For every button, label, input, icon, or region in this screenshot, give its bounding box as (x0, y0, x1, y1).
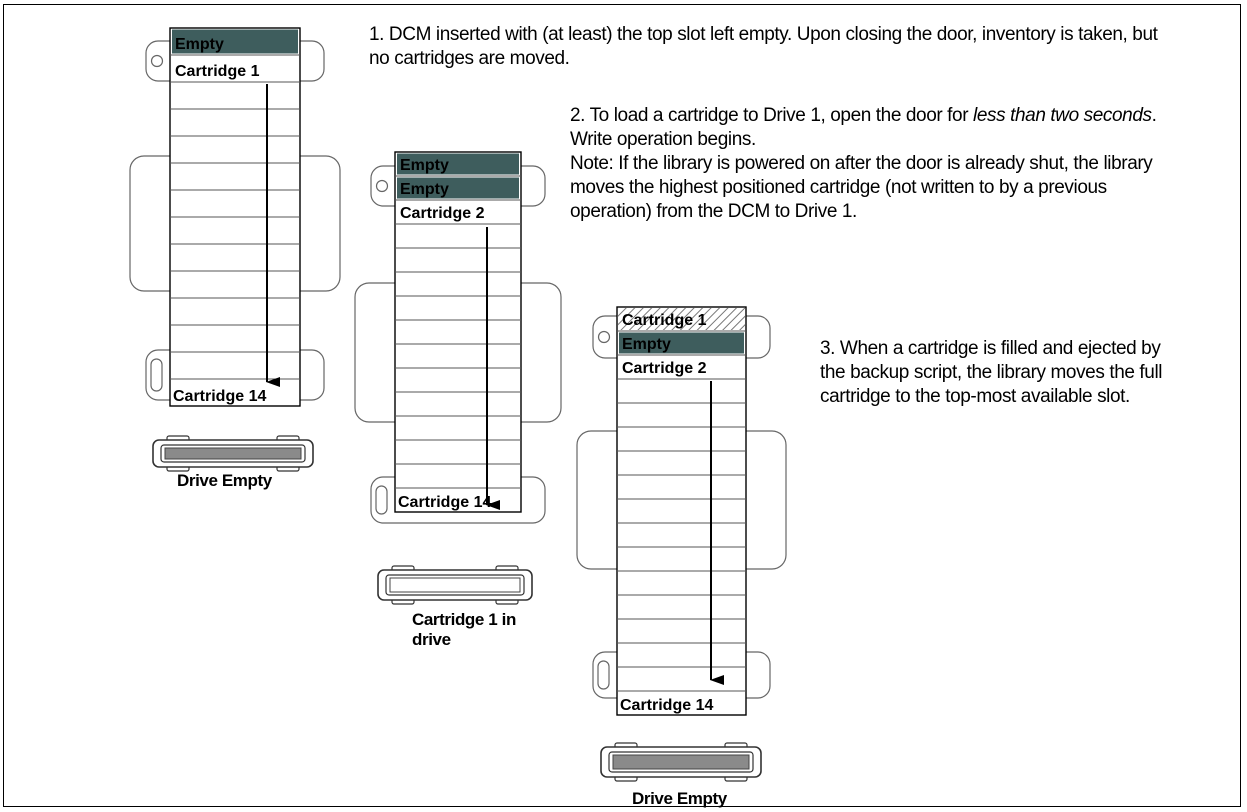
full-slot-hatch (618, 308, 745, 330)
step-2-caption-end: . Write operation begins. (570, 105, 1157, 150)
drive-slot-loaded (389, 577, 521, 593)
slot-label-bottom: Cartridge 14 (173, 388, 266, 405)
step-2-note: Note: If the library is powered on after… (570, 153, 1153, 222)
magazine-body (394, 151, 522, 513)
drive-slot-opening (612, 754, 750, 770)
slot-label: Empty (175, 36, 224, 53)
empty-slot-fill (172, 29, 298, 54)
step-1-caption: 1. DCM inserted with (at least) the top … (369, 24, 1158, 69)
slot-label-bottom: Cartridge 14 (398, 494, 491, 511)
mount-hole-icon (375, 179, 389, 193)
slot-label: Empty (400, 157, 449, 174)
slot-label: Empty (400, 181, 449, 198)
step-2-caption: 2. To load a cartridge to Drive 1, open … (570, 104, 1190, 224)
step-2-caption-emphasis: less than two seconds (973, 105, 1152, 126)
tape-drive-icon (377, 565, 533, 605)
empty-slot-fill (397, 177, 519, 199)
drive-slot-opening (164, 447, 302, 460)
mount-hole-icon (597, 330, 611, 344)
step-2-drive-label: Cartridge 1 in drive (412, 610, 516, 649)
step-3-caption: 3. When a cartridge is filled and ejecte… (820, 338, 1163, 407)
step-3-drive-label: Drive Empty (632, 789, 727, 808)
mount-slot-icon (375, 485, 388, 515)
slot-label: Cartridge 1 (622, 312, 707, 329)
slot-label: Cartridge 2 (622, 360, 707, 377)
mount-slot-icon (597, 660, 610, 690)
empty-slot-fill (397, 153, 519, 175)
slot-label: Empty (622, 336, 671, 353)
slot-label-bottom: Cartridge 14 (620, 697, 713, 714)
empty-slot-fill (619, 332, 744, 354)
mount-slot-icon (150, 358, 163, 392)
tape-drive-icon (152, 435, 314, 472)
tape-drive-icon (600, 742, 762, 782)
slot-label: Cartridge 2 (400, 205, 485, 222)
diagram-frame (3, 4, 1241, 807)
mount-hole-icon (150, 54, 164, 68)
step-1-drive-label: Drive Empty (177, 471, 272, 490)
magazine-body (616, 306, 747, 716)
slot-label: Cartridge 1 (175, 63, 260, 80)
step-2-caption-start: 2. To load a cartridge to Drive 1, open … (570, 105, 974, 126)
